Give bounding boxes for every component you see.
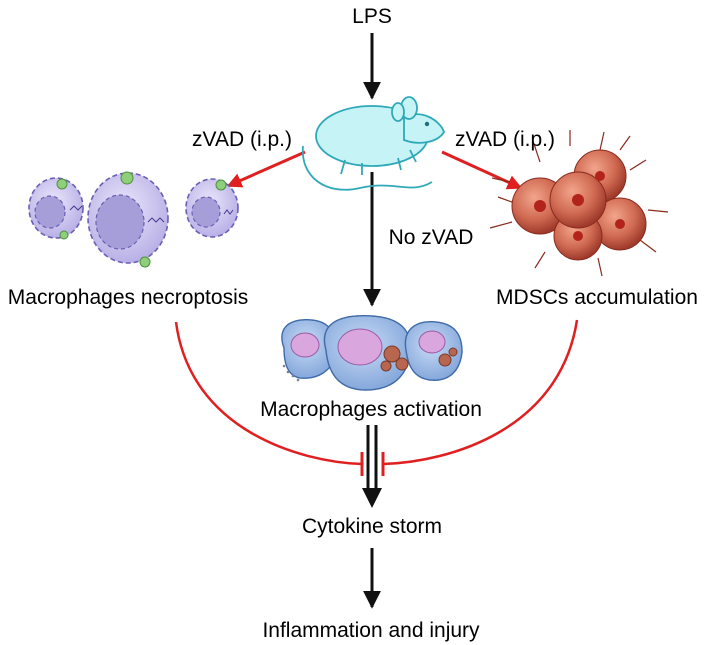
- activation-to-cytokine-arrow: [362, 425, 382, 508]
- lps-label: LPS: [352, 5, 392, 28]
- macrophages-necroptosis-label: Macrophages necroptosis: [7, 286, 249, 309]
- necroptotic-macrophage-icon: [28, 171, 239, 268]
- zvad-left-label: zVAD (i.p.): [192, 128, 292, 151]
- activated-macrophage-icon: [281, 315, 463, 391]
- no-zvad-label: No zVAD: [388, 226, 474, 249]
- zvad-right-label: zVAD (i.p.): [455, 128, 555, 151]
- zvad-left-arrow: [226, 150, 306, 188]
- necroptosis-inhibition-curve: [174, 321, 363, 466]
- mdsc-cluster-icon: [489, 130, 669, 277]
- macrophages-activation-label: Macrophages activation: [260, 398, 482, 421]
- inflammation-injury-label: Inflammation and injury: [262, 619, 480, 642]
- mdsc-inhibition-curve: [382, 319, 579, 466]
- mouse-icon: [302, 96, 445, 191]
- mdscs-accumulation-label: MDSCs accumulation: [496, 286, 698, 309]
- zvad-right-arrow: [441, 150, 523, 190]
- cytokine-storm-label: Cytokine storm: [301, 515, 443, 538]
